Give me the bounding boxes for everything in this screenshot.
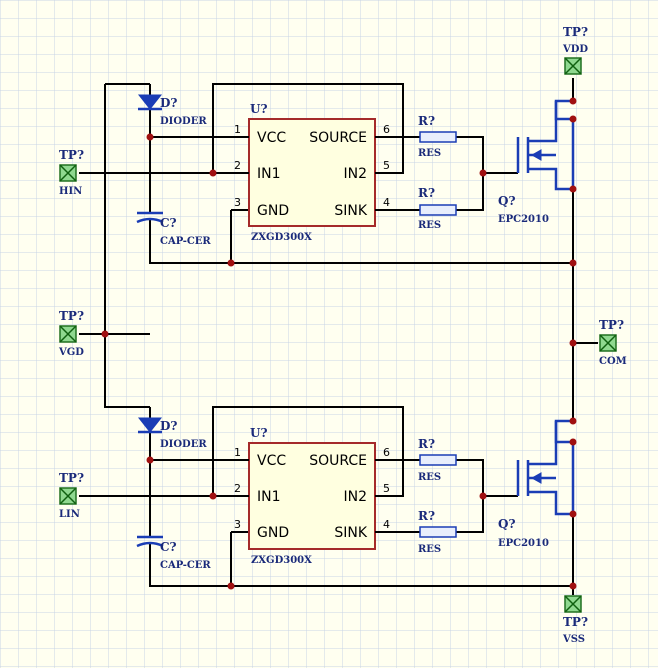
pin-source-label: SOURCE (309, 130, 367, 146)
junction-dot (101, 330, 109, 338)
low-side-capacitor-value: CAP-CER (160, 560, 211, 571)
high-side-resistor-source-designator: R? (418, 114, 435, 128)
junction-dot (569, 339, 577, 347)
pin-number-2: 2 (234, 159, 241, 172)
low-side-diode-value: DIODER (160, 439, 207, 450)
high-side-driver-designator: U? (250, 102, 268, 116)
low-side-diode (137, 417, 163, 434)
junction-dot (146, 133, 154, 141)
junction-dot (569, 115, 577, 123)
test-point-net-label: LIN (59, 509, 80, 520)
test-point-designator: TP? (59, 309, 84, 323)
test-point-designator: TP? (59, 148, 84, 162)
test-point-vss[interactable]: TP? VSS (562, 595, 588, 645)
pin-number-5: 5 (383, 482, 390, 495)
pin-number-3: 3 (234, 196, 241, 209)
junction-dot (479, 492, 487, 500)
pin-number-4: 4 (383, 518, 390, 531)
pin-in1-label: IN1 (257, 166, 281, 182)
low-side-driver-part: ZXGD300X (251, 555, 312, 566)
pin-sink-label: SINK (334, 525, 367, 541)
junction-dot (569, 259, 577, 267)
high-side-resistor-sink-designator: R? (418, 186, 435, 200)
high-side-resistor-sink (419, 204, 457, 216)
test-point-designator: TP? (599, 318, 624, 332)
low-side-diode-designator: D? (160, 419, 177, 433)
pin-number-1: 1 (234, 123, 241, 136)
high-side-driver-ic: VCC IN1 GND SOURCE IN2 SINK 1 2 3 6 5 4 (231, 118, 393, 227)
pin-gnd-label: GND (257, 525, 289, 541)
junction-dot (569, 417, 577, 425)
test-point-vdd[interactable]: TP? VDD (562, 25, 588, 75)
pin-vcc-label: VCC (257, 130, 286, 146)
junction-dot (569, 97, 577, 105)
test-point-designator: TP? (563, 615, 588, 629)
low-side-transistor-value: EPC2010 (498, 538, 549, 549)
low-side-resistor-sink-value: RES (418, 544, 441, 555)
test-point-net-label: VDD (562, 44, 588, 55)
pin-number-6: 6 (383, 123, 390, 136)
high-side-stage: VCC IN1 GND SOURCE IN2 SINK 1 2 3 6 5 4 (79, 83, 577, 267)
junction-dot (569, 185, 577, 193)
high-side-diode-value: DIODER (160, 116, 207, 127)
pin-gnd-label: GND (257, 203, 289, 219)
high-side-resistor-sink-value: RES (418, 220, 441, 231)
high-side-diode-designator: D? (160, 96, 177, 110)
low-side-capacitor (136, 535, 164, 548)
high-side-transistor-value: EPC2010 (498, 214, 549, 225)
high-side-diode (137, 94, 163, 111)
pin-number-6: 6 (383, 446, 390, 459)
junction-dot (227, 259, 235, 267)
high-side-resistor-source (419, 131, 457, 143)
test-point-vgd[interactable]: TP? VGD (58, 309, 84, 358)
high-side-capacitor-value: CAP-CER (160, 236, 211, 247)
low-side-driver-ic: VCC IN1 GND SOURCE IN2 SINK 1 2 3 6 5 4 (231, 442, 393, 550)
low-side-transistor-designator: Q? (498, 517, 515, 531)
low-side-resistor-sink-designator: R? (418, 509, 435, 523)
pin-sink-label: SINK (334, 203, 367, 219)
low-side-resistor-source-designator: R? (418, 437, 435, 451)
pin-number-2: 2 (234, 482, 241, 495)
test-point-com[interactable]: TP? COM (599, 318, 627, 367)
high-side-driver-part: ZXGD300X (251, 232, 312, 243)
low-side-capacitor-designator: C? (160, 540, 177, 554)
junction-dot (146, 456, 154, 464)
high-side-transistor-designator: Q? (498, 194, 515, 208)
pin-vcc-label: VCC (257, 453, 286, 469)
pin-in2-label: IN2 (343, 489, 367, 505)
low-side-resistor-sink (419, 526, 457, 538)
test-point-designator: TP? (563, 25, 588, 39)
test-point-net-label: VGD (58, 347, 84, 358)
high-side-capacitor-designator: C? (160, 216, 177, 230)
low-side-driver-designator: U? (250, 426, 268, 440)
pin-in2-label: IN2 (343, 166, 367, 182)
junction-dot (209, 492, 217, 500)
junction-dot (479, 169, 487, 177)
test-point-net-label: COM (599, 356, 627, 367)
junction-dot (569, 438, 577, 446)
pin-number-1: 1 (234, 446, 241, 459)
low-side-transistor (516, 419, 575, 516)
test-point-hin[interactable]: TP? HIN (59, 148, 84, 197)
high-side-capacitor (136, 211, 164, 224)
test-point-net-label: HIN (59, 186, 82, 197)
low-side-stage: VCC IN1 GND SOURCE IN2 SINK 1 2 3 6 5 4 (79, 330, 577, 590)
pin-number-3: 3 (234, 518, 241, 531)
junction-dot (569, 510, 577, 518)
pin-number-5: 5 (383, 159, 390, 172)
pin-number-4: 4 (383, 196, 390, 209)
high-side-transistor (516, 99, 575, 191)
pin-in1-label: IN1 (257, 489, 281, 505)
pin-source-label: SOURCE (309, 453, 367, 469)
junction-dot (569, 582, 577, 590)
test-point-designator: TP? (59, 471, 84, 485)
test-point-net-label: VSS (562, 634, 585, 645)
high-side-resistor-source-value: RES (418, 148, 441, 159)
low-side-resistor-source (419, 454, 457, 466)
test-point-lin[interactable]: TP? LIN (59, 471, 84, 520)
low-side-resistor-source-value: RES (418, 472, 441, 483)
junction-dot (209, 169, 217, 177)
junction-dot (227, 582, 235, 590)
